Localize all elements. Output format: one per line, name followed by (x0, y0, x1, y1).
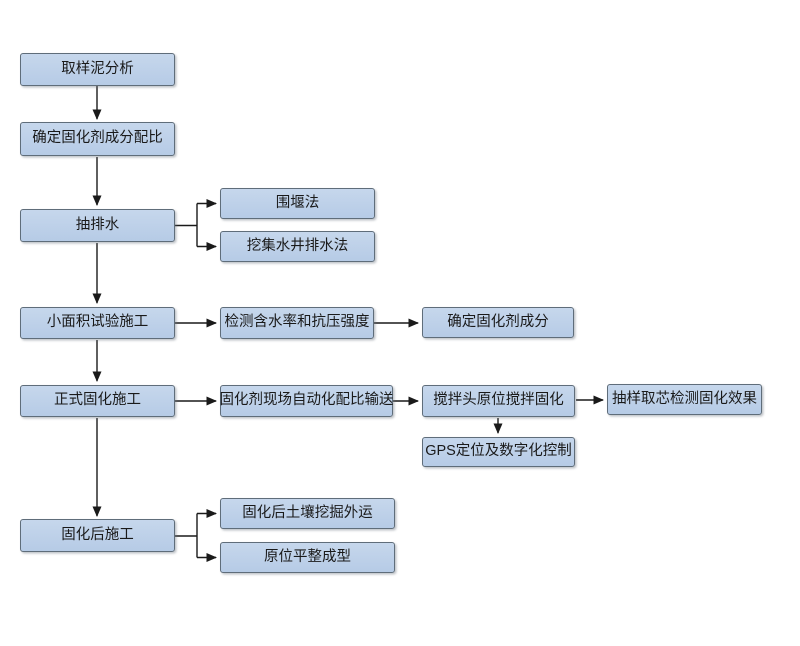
node-curing-agent-composition: 确定固化剂成分 (422, 307, 574, 338)
node-core-sampling-test: 抽样取芯检测固化效果 (607, 384, 762, 415)
node-small-area-trial: 小面积试验施工 (20, 307, 175, 339)
node-in-situ-leveling: 原位平整成型 (220, 542, 395, 573)
node-sample-mud-analysis: 取样泥分析 (20, 53, 175, 86)
node-in-situ-mixing: 搅拌头原位搅拌固化 (422, 385, 575, 417)
bracket-post-curing (175, 513, 198, 558)
node-drainage: 抽排水 (20, 209, 175, 242)
node-formal-curing: 正式固化施工 (20, 385, 175, 417)
bracket-drainage (175, 203, 198, 247)
node-collection-well-method: 挖集水井排水法 (220, 231, 375, 262)
node-curing-agent-ratio: 确定固化剂成分配比 (20, 122, 175, 156)
node-cofferdam-method: 围堰法 (220, 188, 375, 219)
node-soil-excavation-transport: 固化后土壤挖掘外运 (220, 498, 395, 529)
node-test-moisture-strength: 检测含水率和抗压强度 (220, 307, 374, 339)
node-post-curing: 固化后施工 (20, 519, 175, 552)
node-auto-ratio-delivery: 固化剂现场自动化配比输送 (220, 385, 394, 417)
node-gps-digital-control: GPS定位及数字化控制 (422, 437, 575, 467)
